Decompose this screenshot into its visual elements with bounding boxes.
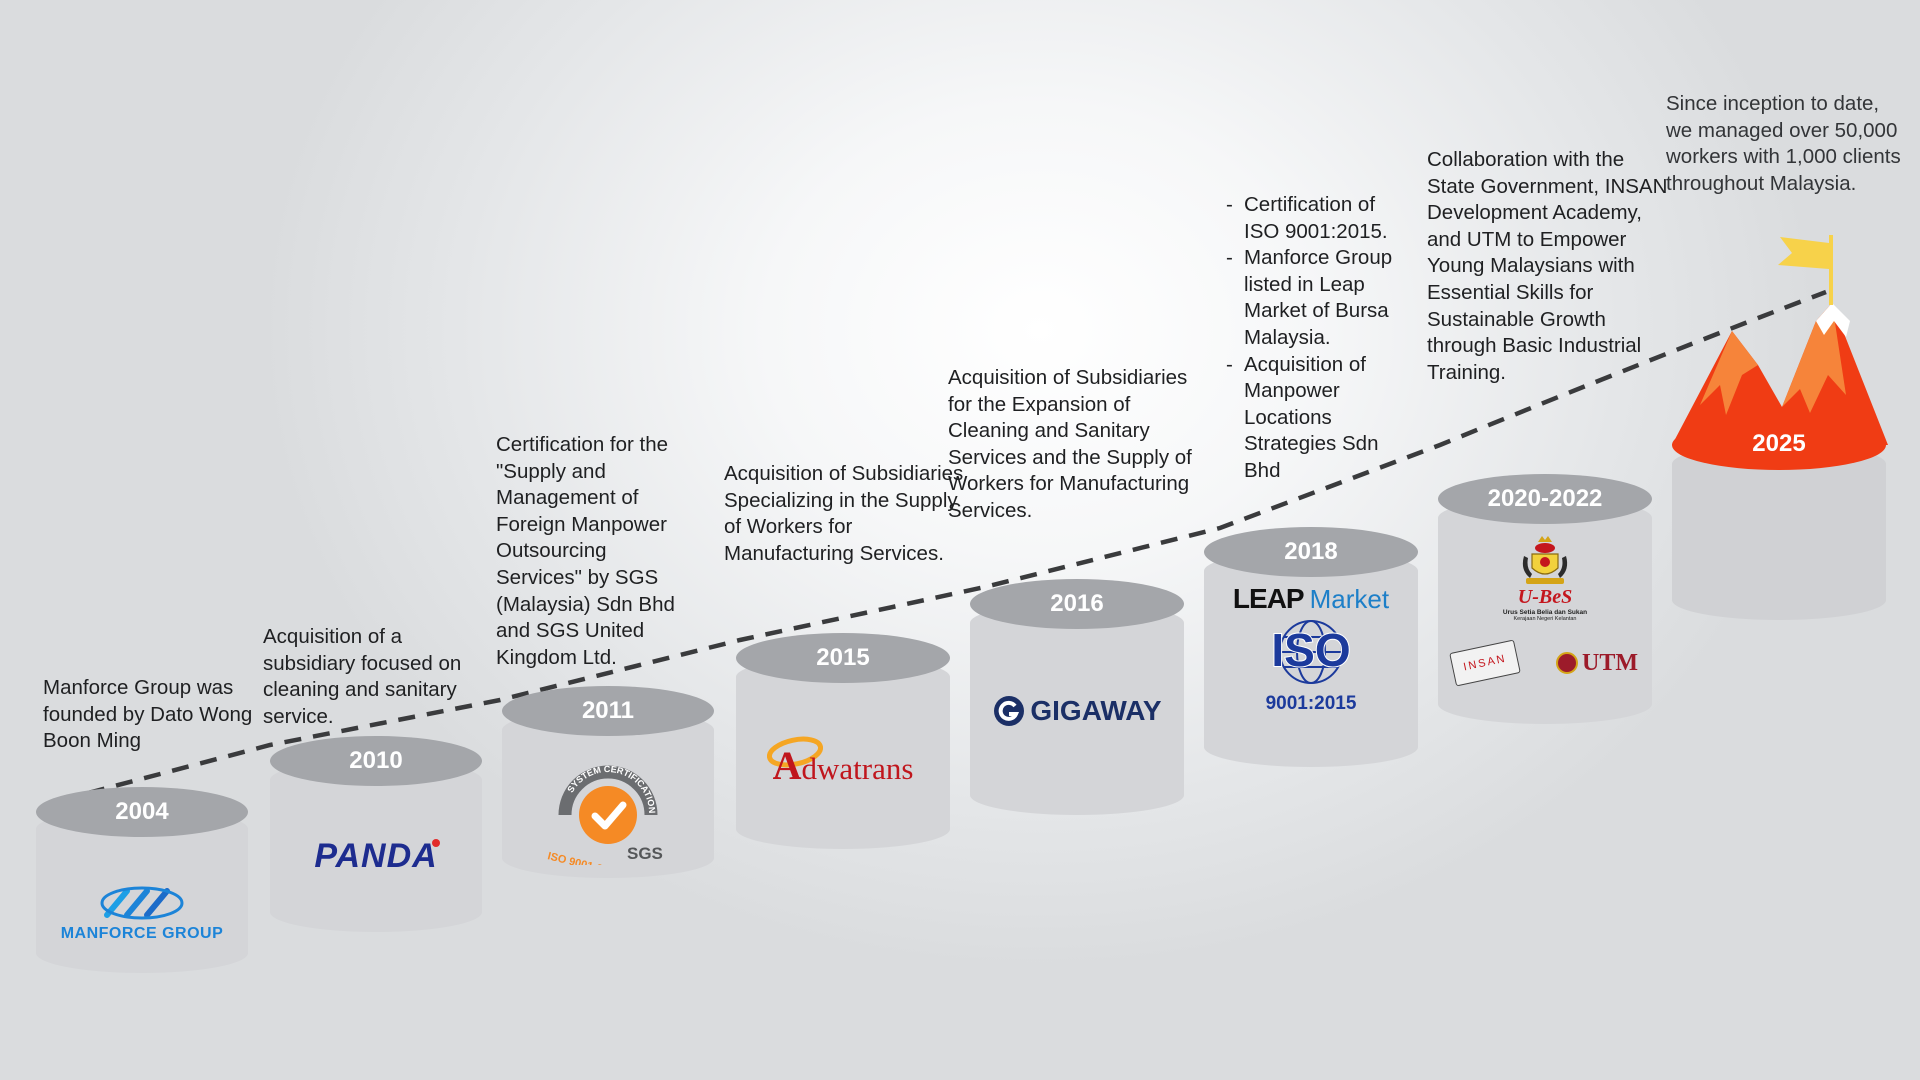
ubes-subtitle-line1: Urus Setia Belia dan Sukan <box>1502 609 1588 616</box>
milestone-2018-item: Certification of ISO 9001:2015. <box>1224 192 1409 245</box>
sgs-certification-badge-icon: SYSTEM CERTIFICATION ISO 9001:2008 SGS <box>546 764 663 865</box>
milestone-2016-description: Acquisition of Subsidiaries for the Expa… <box>948 366 1192 522</box>
kelantan-crest-icon <box>1522 536 1568 584</box>
milestone-pillar-2016: 2016 GIGAWAY <box>970 579 1184 815</box>
milestone-pillar-2025 <box>1672 420 1886 620</box>
adwatrans-logo-icon: A dwatrans <box>766 736 914 789</box>
milestone-2018-description: Certification of ISO 9001:2015. Manforce… <box>1224 192 1409 485</box>
manforce-logo-text: MANFORCE GROUP <box>60 925 224 942</box>
milestone-pillar-2011: 2011 SYSTEM CERTIFICATION ISO 9001:2008 … <box>502 686 714 878</box>
milestone-year-2025: 2025 <box>1752 430 1806 457</box>
mountain-flag-icon <box>1672 235 1888 445</box>
panda-logo-icon <box>431 838 440 847</box>
milestone-pillar-2015: 2015 A dwatrans <box>736 633 950 849</box>
milestone-year-2010: 2010 <box>270 736 482 786</box>
milestone-pillar-2020-2022: 2020-2022 U-BeS Urus Setia Belia dan Suk… <box>1438 474 1652 724</box>
milestone-2020-2022-description: Collaboration with the State Government,… <box>1427 148 1668 384</box>
milestone-year-2018: 2018 <box>1204 527 1418 577</box>
manforce-logo-icon <box>100 886 184 920</box>
milestone-pillar-2018: 2018 LEAP Market ISO 9001:2015 <box>1204 527 1418 767</box>
adwatrans-logo-text: dwatrans <box>801 750 914 786</box>
milestone-pillar-2010: 2010 PANDA <box>270 736 482 932</box>
milestone-pillar-2004: 2004 MANFORCE GROUP <box>36 787 248 973</box>
milestone-year-2004: 2004 <box>36 787 248 837</box>
gigaway-logo-text: GIGAWAY <box>1030 695 1162 726</box>
iso-number-text: 9001:2015 <box>1265 693 1357 714</box>
milestone-2018-item: Manforce Group listed in Leap Market of … <box>1224 245 1409 351</box>
milestone-2010-description: Acquisition of a subsidiary focused on c… <box>263 625 462 728</box>
iso-logo-text: ISO <box>1270 623 1351 677</box>
gigaway-logo-icon <box>994 696 1025 726</box>
leap-logo-text: LEAP <box>1232 583 1305 614</box>
milestone-year-2020-2022: 2020-2022 <box>1438 474 1652 524</box>
insan-logo-text: INSAN <box>1462 652 1508 674</box>
milestone-year-2011: 2011 <box>502 686 714 736</box>
panda-logo-text: PANDA <box>314 836 438 875</box>
market-logo-text: Market <box>1309 584 1390 614</box>
milestone-2025-description: Since inception to date, we managed over… <box>1666 92 1901 195</box>
milestone-2004-description: Manforce Group was founded by Dato Wong … <box>43 676 253 753</box>
ubes-logo-text: U-BeS <box>1517 586 1573 608</box>
milestone-2015-description: Acquisition of Subsidiaries Specializing… <box>724 462 964 565</box>
globe-icon <box>1279 620 1343 684</box>
milestone-2011-description: Certification for the "Supply and Manage… <box>496 433 675 669</box>
sgs-brand-text: SGS <box>627 844 663 863</box>
utm-logo-icon <box>1556 652 1578 674</box>
adwatrans-logo-letter: A <box>772 742 802 788</box>
insan-logo-icon: INSAN <box>1449 639 1521 687</box>
milestone-2018-item: Acquisition of Manpower Locations Strate… <box>1224 352 1409 485</box>
ubes-subtitle-line2: Kerajaan Negeri Kelantan <box>1513 616 1577 622</box>
utm-logo-text: UTM <box>1582 649 1638 676</box>
sgs-iso-text: ISO 9001:2008 <box>546 850 621 865</box>
leap-market-iso-logo-icon: LEAP Market ISO 9001:2015 <box>1204 583 1418 759</box>
milestone-year-2015: 2015 <box>736 633 950 683</box>
milestone-year-2016: 2016 <box>970 579 1184 629</box>
